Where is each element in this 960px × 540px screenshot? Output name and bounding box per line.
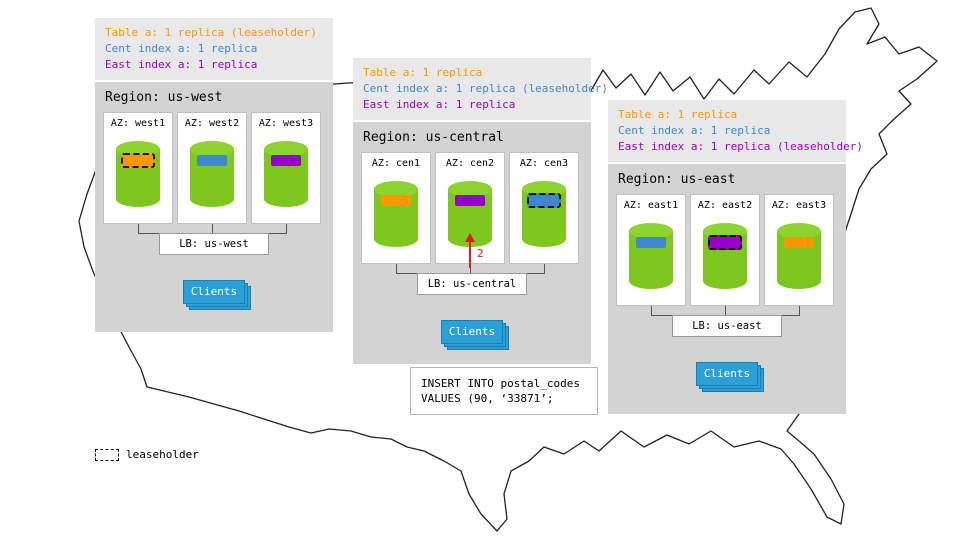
clients-label: Clients (696, 362, 758, 386)
az-label: AZ: cen2 (445, 158, 495, 169)
az-label: AZ: west1 (110, 118, 166, 129)
replica-bar (455, 195, 485, 206)
region-panel-us-west: Region: us-west AZ: west1 AZ: west2 (95, 82, 333, 332)
us-map-path (78, 7, 938, 532)
az-box-east2: AZ: east2 (690, 194, 760, 306)
replica-bar-leaseholder (708, 235, 742, 250)
cylinder-top-ellipse (777, 223, 821, 239)
cylinder-top-ellipse (629, 223, 673, 239)
connector-line (651, 306, 652, 315)
replica-bar-leaseholder (527, 193, 561, 208)
write-arrow-head (465, 233, 475, 242)
legend-line-east-index: East index a: 1 replica (105, 58, 258, 71)
database-cylinder (190, 141, 234, 207)
az-label: AZ: east1 (623, 200, 679, 211)
load-balancer-us-east: LB: us-east (672, 315, 782, 337)
replica-bar (197, 155, 227, 166)
az-label: AZ: cen1 (371, 158, 421, 169)
connector-line (286, 224, 287, 233)
az-box-cen3: AZ: cen3 (509, 152, 579, 264)
az-label: AZ: east3 (771, 200, 827, 211)
az-box-west3: AZ: west3 (251, 112, 321, 224)
sql-line-1: INSERT INTO postal_codes (421, 377, 580, 390)
replica-bar-leaseholder (121, 153, 155, 168)
region-panel-us-east: Region: us-east AZ: east1 AZ: east2 (608, 164, 846, 414)
database-cylinder (116, 141, 160, 207)
arrow-step-label: 2 (477, 247, 484, 260)
write-arrow (469, 242, 471, 268)
legend-line-cent-index: Cent index a: 1 replica (105, 42, 258, 55)
load-balancer-us-west: LB: us-west (159, 233, 269, 255)
clients-label: Clients (441, 320, 503, 344)
replica-legend-us-east: Table a: 1 replica Cent index a: 1 repli… (608, 100, 864, 162)
cylinder-top-ellipse (374, 181, 418, 197)
az-label: AZ: west3 (258, 118, 314, 129)
az-box-west1: AZ: west1 (103, 112, 173, 224)
connector-line (725, 306, 726, 315)
cylinder-top-ellipse (264, 141, 308, 157)
region-panel-us-central: Region: us-central AZ: cen1 AZ: cen2 (353, 122, 591, 364)
sql-statement-box: INSERT INTO postal_codes VALUES (90, ‘33… (410, 367, 598, 415)
az-box-cen2: AZ: cen2 (435, 152, 505, 264)
load-balancer-us-central: LB: us-central (417, 273, 527, 295)
clients-node-us-central: Clients (441, 320, 509, 350)
az-box-cen1: AZ: cen1 (361, 152, 431, 264)
az-label: AZ: cen3 (519, 158, 569, 169)
replica-bar (271, 155, 301, 166)
clients-node-us-west: Clients (183, 280, 251, 310)
replica-bar (381, 195, 411, 206)
leaseholder-dash-icon (95, 448, 119, 461)
connector-line (138, 224, 139, 233)
replica-bar (784, 237, 814, 248)
cylinder-top-ellipse (190, 141, 234, 157)
clients-node-us-east: Clients (696, 362, 764, 392)
database-cylinder (448, 181, 492, 247)
connector-line (470, 264, 471, 273)
region-title: Region: us-east (618, 172, 736, 187)
az-label: AZ: east2 (697, 200, 753, 211)
database-cylinder (777, 223, 821, 289)
region-title: Region: us-central (363, 130, 504, 145)
replica-legend-us-west: Table a: 1 replica (leaseholder) Cent in… (95, 18, 333, 80)
az-box-east1: AZ: east1 (616, 194, 686, 306)
legend-line-table: Table a: 1 replica (leaseholder) (105, 26, 317, 39)
sql-line-2: VALUES (90, ‘33871’; (421, 392, 554, 405)
database-cylinder (703, 223, 747, 289)
legend-line-east-index: East index a: 1 replica (leaseholder) (618, 140, 864, 153)
connector-line (799, 306, 800, 315)
connector-line (212, 224, 213, 233)
cylinder-top-ellipse (448, 181, 492, 197)
legend-line-cent-index: Cent index a: 1 replica (leaseholder) (363, 82, 609, 95)
az-box-east3: AZ: east3 (764, 194, 834, 306)
legend-line-table: Table a: 1 replica (363, 66, 483, 79)
connector-line (544, 264, 545, 273)
connector-line (396, 264, 397, 273)
replica-bar (636, 237, 666, 248)
replica-legend-us-central: Table a: 1 replica Cent index a: 1 repli… (353, 58, 609, 120)
database-cylinder (264, 141, 308, 207)
database-cylinder (629, 223, 673, 289)
legend-line-table: Table a: 1 replica (618, 108, 738, 121)
az-label: AZ: west2 (184, 118, 240, 129)
database-cylinder (522, 181, 566, 247)
leaseholder-key: leaseholder (95, 448, 199, 461)
leaseholder-key-label: leaseholder (126, 448, 199, 461)
az-box-west2: AZ: west2 (177, 112, 247, 224)
database-cylinder (374, 181, 418, 247)
region-title: Region: us-west (105, 90, 223, 105)
clients-label: Clients (183, 280, 245, 304)
legend-line-east-index: East index a: 1 replica (363, 98, 516, 111)
legend-line-cent-index: Cent index a: 1 replica (618, 124, 771, 137)
